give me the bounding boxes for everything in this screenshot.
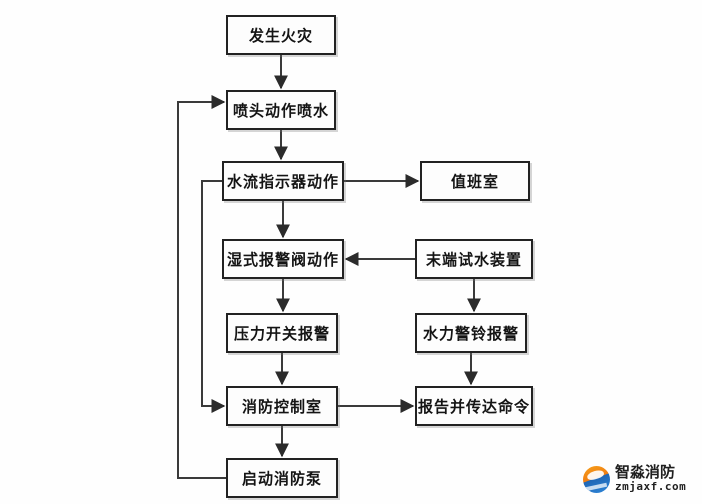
node-sprinkler-activates[interactable]: 喷头动作喷水 [226,90,336,130]
node-start-fire-pump[interactable]: 启动消防泵 [226,458,338,498]
watermark-text: 智淼消防 zmjaxf.com [615,463,687,494]
node-water-gong-alarm[interactable]: 水力警铃报警 [415,313,527,353]
node-label: 末端试水装置 [425,250,522,269]
node-label: 值班室 [450,172,499,191]
node-label: 报告并传达命令 [417,397,530,416]
node-pressure-switch-alarm[interactable]: 压力开关报警 [226,313,338,353]
edge-flowindicator-feedback-to-controlroom [201,180,226,413]
watermark-url: zmjaxf.com [615,480,687,494]
node-end-test-device[interactable]: 末端试水装置 [415,239,533,279]
node-label: 发生火灾 [248,26,313,45]
node-label: 启动消防泵 [241,469,322,488]
node-wet-alarm-valve[interactable]: 湿式报警阀动作 [222,239,344,279]
node-label: 压力开关报警 [233,324,330,343]
circular-wave-logo-icon [583,465,610,493]
node-label: 消防控制室 [241,397,322,416]
node-duty-room[interactable]: 值班室 [420,161,530,201]
node-label: 喷头动作喷水 [232,101,329,120]
node-label: 湿式报警阀动作 [226,250,339,269]
node-fire-occurs[interactable]: 发生火灾 [226,15,336,55]
node-water-flow-indicator[interactable]: 水流指示器动作 [222,161,344,201]
node-report-and-convey-orders[interactable]: 报告并传达命令 [415,386,533,426]
watermark-brand: 智淼消防 [615,463,676,482]
node-label: 水力警铃报警 [422,324,519,343]
watermark: 智淼消防 zmjaxf.com [583,457,701,501]
node-label: 水流指示器动作 [226,172,339,191]
edge-firepump-feedback-to-sprinkler [177,95,226,479]
node-fire-control-room[interactable]: 消防控制室 [226,386,338,426]
